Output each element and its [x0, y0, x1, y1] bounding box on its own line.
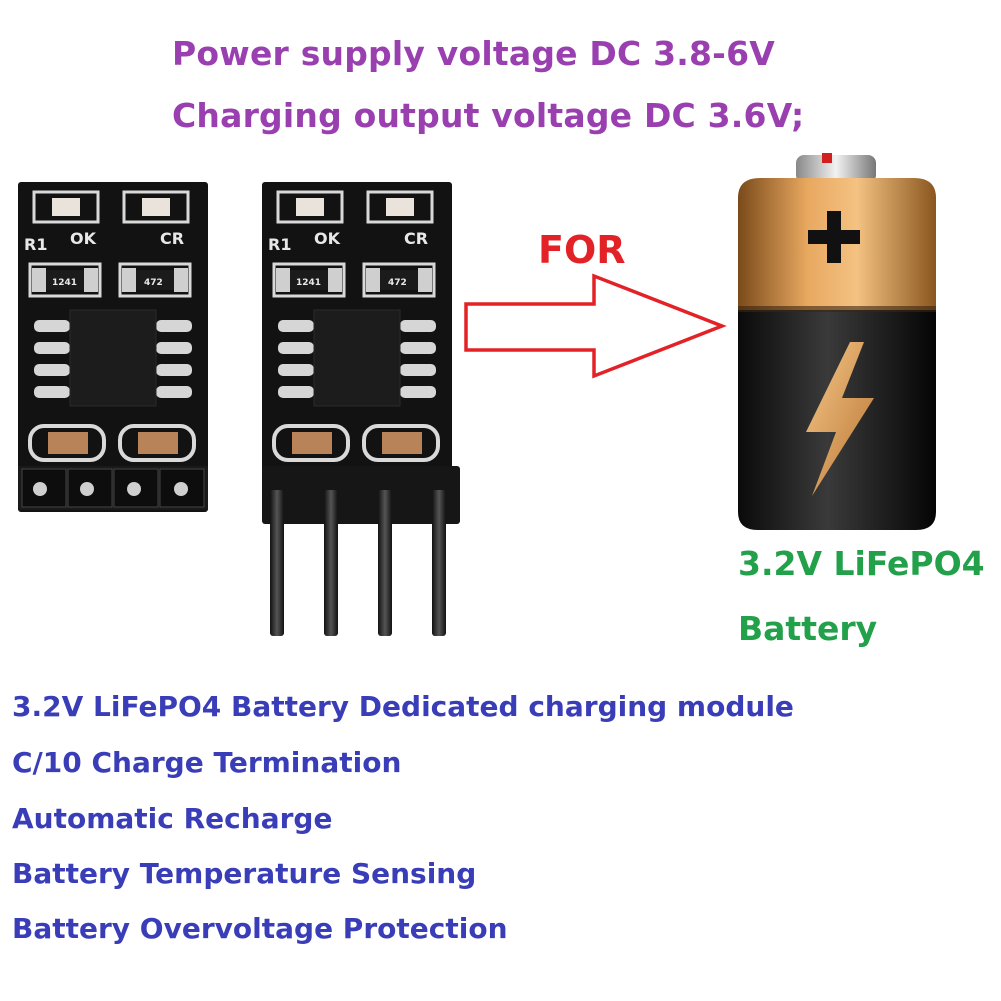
for-label: FOR [538, 228, 626, 272]
feature-item: Automatic Recharge [12, 802, 333, 835]
resistor2-code: 472 [388, 278, 407, 288]
resistor1-code: 1241 [296, 278, 321, 288]
right-arrow-icon [464, 273, 727, 379]
resistor1-code: 1241 [52, 278, 77, 288]
silk-ok-label: OK [70, 229, 97, 248]
header-pins [262, 466, 460, 636]
module-header-pads [18, 466, 208, 510]
silk-ok-label: OK [314, 229, 341, 248]
silk-cr-label: CR [404, 229, 428, 248]
lightning-bolt-icon [806, 342, 874, 496]
resistor2-code: 472 [144, 278, 163, 288]
battery-label-word: Battery [738, 609, 878, 648]
feature-item: Battery Overvoltage Protection [12, 912, 508, 945]
feature-item: 3.2V LiFePO4 Battery Dedicated charging … [12, 690, 794, 723]
plus-icon [808, 211, 860, 263]
feature-item: Battery Temperature Sensing [12, 857, 477, 890]
battery-icon [738, 153, 936, 530]
supply-voltage-text: Power supply voltage DC 3.8-6V [172, 34, 775, 73]
silk-r1-label: R1 [268, 235, 291, 254]
feature-item: C/10 Charge Termination [12, 746, 402, 779]
output-voltage-text: Charging output voltage DC 3.6V; [172, 96, 805, 135]
battery-label-type: 3.2V LiFePO4 [738, 544, 985, 583]
silk-cr-label: CR [160, 229, 184, 248]
silk-r1-label: R1 [24, 235, 47, 254]
